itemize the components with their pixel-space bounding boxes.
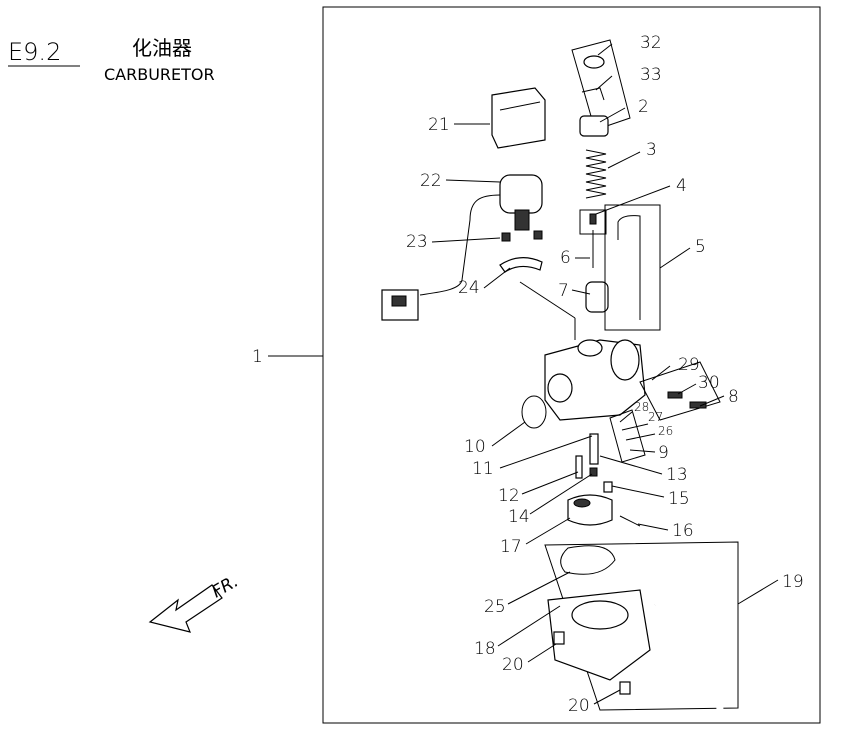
callout-7: 7: [558, 281, 569, 301]
callout-9: 9: [658, 443, 669, 463]
callout-11: 11: [472, 459, 494, 479]
part-spring-3: [585, 149, 607, 199]
front-direction-arrow-icon: [148, 584, 223, 633]
callout-24: 24: [458, 278, 480, 298]
callout-18: 18: [474, 639, 496, 659]
callout-30: 30: [698, 373, 720, 393]
title-english: CARBURETOR: [104, 65, 215, 84]
callout-29: 29: [678, 355, 700, 375]
part-oring-10: [521, 395, 547, 429]
callout-12: 12: [498, 486, 520, 506]
part-throttle-valve-7: [585, 281, 609, 313]
callout-1: 1: [252, 347, 263, 367]
callout-17: 17: [500, 537, 522, 557]
callout-15: 15: [668, 489, 690, 509]
callout-23: 23: [406, 232, 428, 252]
part-needle-6: [579, 209, 607, 268]
part-screw-set-8: [639, 361, 721, 421]
part-jet-set-9: [609, 409, 646, 463]
callout-26: 26: [658, 424, 673, 438]
callout-3: 3: [646, 140, 657, 160]
callout-28: 28: [634, 400, 649, 414]
part-cover-21: [491, 87, 546, 149]
part-float-bowl-18: [544, 541, 739, 711]
callout-8: 8: [728, 387, 739, 407]
callout-19: 19: [782, 572, 804, 592]
part-jets-11-14: [575, 433, 613, 493]
callout-10: 10: [464, 437, 486, 457]
callout-20-lower: 20: [568, 696, 590, 716]
callout-27: 27: [648, 410, 663, 424]
part-drain-hose-19: [653, 580, 724, 716]
callout-14: 14: [508, 507, 530, 527]
part-pin-16: [619, 515, 641, 527]
callout-5: 5: [695, 237, 706, 257]
part-float-17: [567, 494, 613, 526]
callout-32: 32: [640, 33, 662, 53]
leader-lines: [268, 43, 779, 705]
assembly-frame: [322, 6, 821, 724]
callout-6: 6: [560, 248, 571, 268]
part-tube-5: [604, 204, 661, 331]
title-chinese: 化油器: [132, 36, 192, 60]
callout-22: 22: [420, 171, 442, 191]
callout-33: 33: [640, 65, 662, 85]
callout-25: 25: [484, 597, 506, 617]
part-screws-20: [553, 631, 631, 695]
callout-16: 16: [672, 521, 694, 541]
callout-21: 21: [428, 115, 450, 135]
part-auto-choke-22: [381, 174, 543, 321]
callout-2: 2: [638, 97, 649, 117]
callout-4: 4: [676, 176, 687, 196]
section-code: E9.2: [8, 38, 61, 66]
callout-20-upper: 20: [502, 655, 524, 675]
part-plate-24: [499, 257, 543, 273]
callout-13: 13: [666, 465, 688, 485]
part-screws-23: [501, 230, 543, 242]
callout-labels: 1 32 33 2 3 4 5 6 7 21 22 23 24 29 30 8 …: [252, 33, 804, 716]
part-carburetor-body-1: [519, 281, 646, 421]
